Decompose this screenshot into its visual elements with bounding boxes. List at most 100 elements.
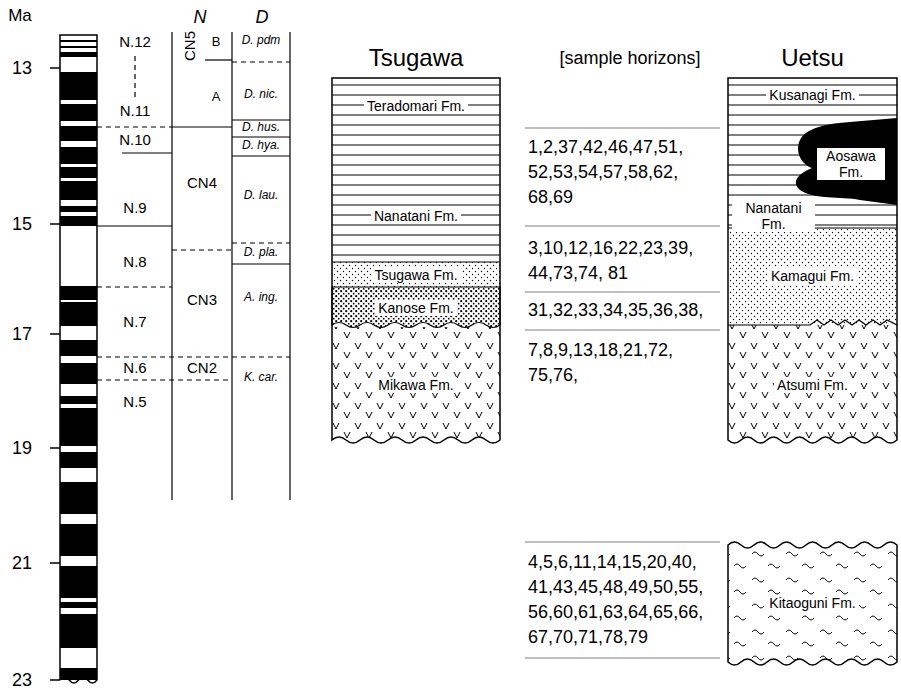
- formation-box: Kitaoguni Fm.: [728, 545, 897, 662]
- column-header: [sample horizons]: [558, 48, 701, 69]
- age-ticks: [50, 447, 60, 449]
- age-ticks: [50, 679, 60, 681]
- polarity-column: [60, 52, 97, 57]
- zone-label: N.6: [122, 359, 147, 376]
- formation-name: Atsumi Fm.: [774, 377, 851, 393]
- formation-name: Kitaoguni Fm.: [766, 595, 858, 611]
- zone-lines: [171, 32, 172, 500]
- zone-lines: [172, 249, 232, 250]
- polarity-column: [60, 524, 97, 556]
- age-ticks: [50, 223, 60, 225]
- zone-lines: [134, 56, 135, 100]
- diatom-zone: A. ing.: [243, 291, 279, 305]
- diatom-zone: K. car.: [243, 371, 279, 385]
- age-ticks: [50, 562, 60, 564]
- zone-lines: [232, 155, 290, 156]
- tsugawa-section: [332, 262, 500, 287]
- polarity-column: [60, 46, 97, 48]
- uetsu-section: [728, 78, 897, 443]
- formation-band: Tsugawa Fm.: [332, 263, 500, 287]
- zone-lines: [97, 32, 290, 500]
- age-ticks: [50, 67, 60, 69]
- age-ticks: [50, 333, 60, 335]
- zone-lines: [97, 286, 172, 287]
- sample-list: 4,5,6,11,14,15,20,40, 41,43,45,48,49,50,…: [527, 550, 710, 650]
- zone-lines: [232, 356, 290, 357]
- polarity-column: [60, 40, 97, 42]
- zone-lines: [232, 263, 290, 264]
- polarity-column: [60, 363, 97, 384]
- polarity-column: [60, 340, 97, 356]
- section-column: TsugawaTeradomari Fm.Nanatani Fm.Tsugawa…: [332, 78, 500, 440]
- formation-band: Teradomari Fm.: [332, 78, 500, 134]
- polarity-column: [60, 452, 97, 468]
- zone-lines: [232, 61, 290, 62]
- section-column: UetsuKusanagi Fm.Aosawa Fm.Nanatani Fm.K…: [728, 78, 897, 440]
- formation-band: Kanose Fm.: [332, 292, 500, 324]
- polarity-column: [60, 482, 97, 514]
- polarity-column: [60, 72, 97, 100]
- zone-lines: [97, 379, 232, 380]
- formation-name: Kamagui Fm.: [768, 268, 857, 284]
- zone-lines: [231, 32, 232, 500]
- column-header: N: [193, 7, 208, 28]
- zone-label: CN3: [186, 291, 218, 308]
- formation-name: Nanatani Fm.: [732, 200, 815, 232]
- polarity-column: [60, 408, 97, 446]
- zone-label: CN2: [186, 359, 218, 376]
- age-number: 17: [11, 324, 33, 345]
- sample-horizon-rules: [525, 657, 720, 659]
- zone-lines: [232, 242, 290, 243]
- zone-label: CN4: [186, 174, 218, 191]
- polarity-column: [60, 35, 97, 683]
- zone-lines: [205, 59, 232, 60]
- section-title: Tsugawa: [332, 44, 500, 72]
- uetsu-section: [728, 228, 897, 325]
- diatom-zone: D. pdm: [241, 34, 282, 48]
- uetsu-section: [728, 325, 897, 443]
- diatom-zone: D. nic.: [243, 88, 279, 102]
- polarity-column: [60, 302, 97, 326]
- zone-lines: [232, 136, 290, 137]
- polarity-column: [60, 206, 97, 212]
- diatom-zone: D. hus.: [241, 121, 281, 135]
- diatom-zone: D. pla.: [243, 246, 280, 260]
- sample-horizon-rules: [525, 541, 720, 543]
- uetsu-section: [796, 118, 897, 205]
- sample-list: 3,10,12,16,22,23,39, 44,73,74, 81: [527, 236, 700, 286]
- sample-list: 31,32,33,34,35,36,38,: [527, 298, 710, 323]
- formation-name: Kanose Fm.: [375, 300, 456, 316]
- sample-horizon-rules: [525, 291, 720, 293]
- formation-name: Aosawa Fm.: [817, 148, 885, 180]
- zone-label: N.8: [122, 253, 147, 270]
- diatom-zone: D. lau.: [243, 189, 280, 203]
- zone-lines: [289, 32, 290, 500]
- formation-name: Mikawa Fm.: [375, 377, 456, 393]
- sample-list: 7,8,9,13,18,21,72, 75,76,: [527, 338, 680, 388]
- column-header: D: [255, 7, 270, 28]
- tsugawa-section: [332, 261, 500, 262]
- zone-label: CN5: [181, 30, 198, 62]
- zone-lines: [122, 152, 172, 153]
- formation-lens: Aosawa Fm.: [805, 125, 897, 203]
- age-number: 19: [11, 438, 33, 459]
- age-number: 21: [11, 553, 33, 574]
- subzone-label: A: [211, 90, 222, 105]
- zone-lines: [97, 225, 172, 226]
- tsugawa-section: [332, 78, 500, 443]
- age-number: 13: [11, 58, 33, 79]
- diatom-zone: D. hya.: [241, 139, 281, 153]
- formation-band: Nanatani Fm.: [728, 198, 815, 234]
- tsugawa-section: [332, 78, 500, 262]
- tsugawa-section: [332, 287, 500, 328]
- age-number: 15: [11, 214, 33, 235]
- formation-name: Tsugawa Fm.: [371, 267, 460, 283]
- zone-label: N.9: [122, 199, 147, 216]
- uetsu-section: [728, 78, 897, 443]
- formation-band: Kamagui Fm.: [728, 229, 897, 324]
- sample-horizon-rules: [525, 127, 720, 129]
- section-title: Uetsu: [728, 44, 897, 72]
- axis-unit: Ma: [7, 6, 33, 26]
- polarity-column: [60, 181, 97, 200]
